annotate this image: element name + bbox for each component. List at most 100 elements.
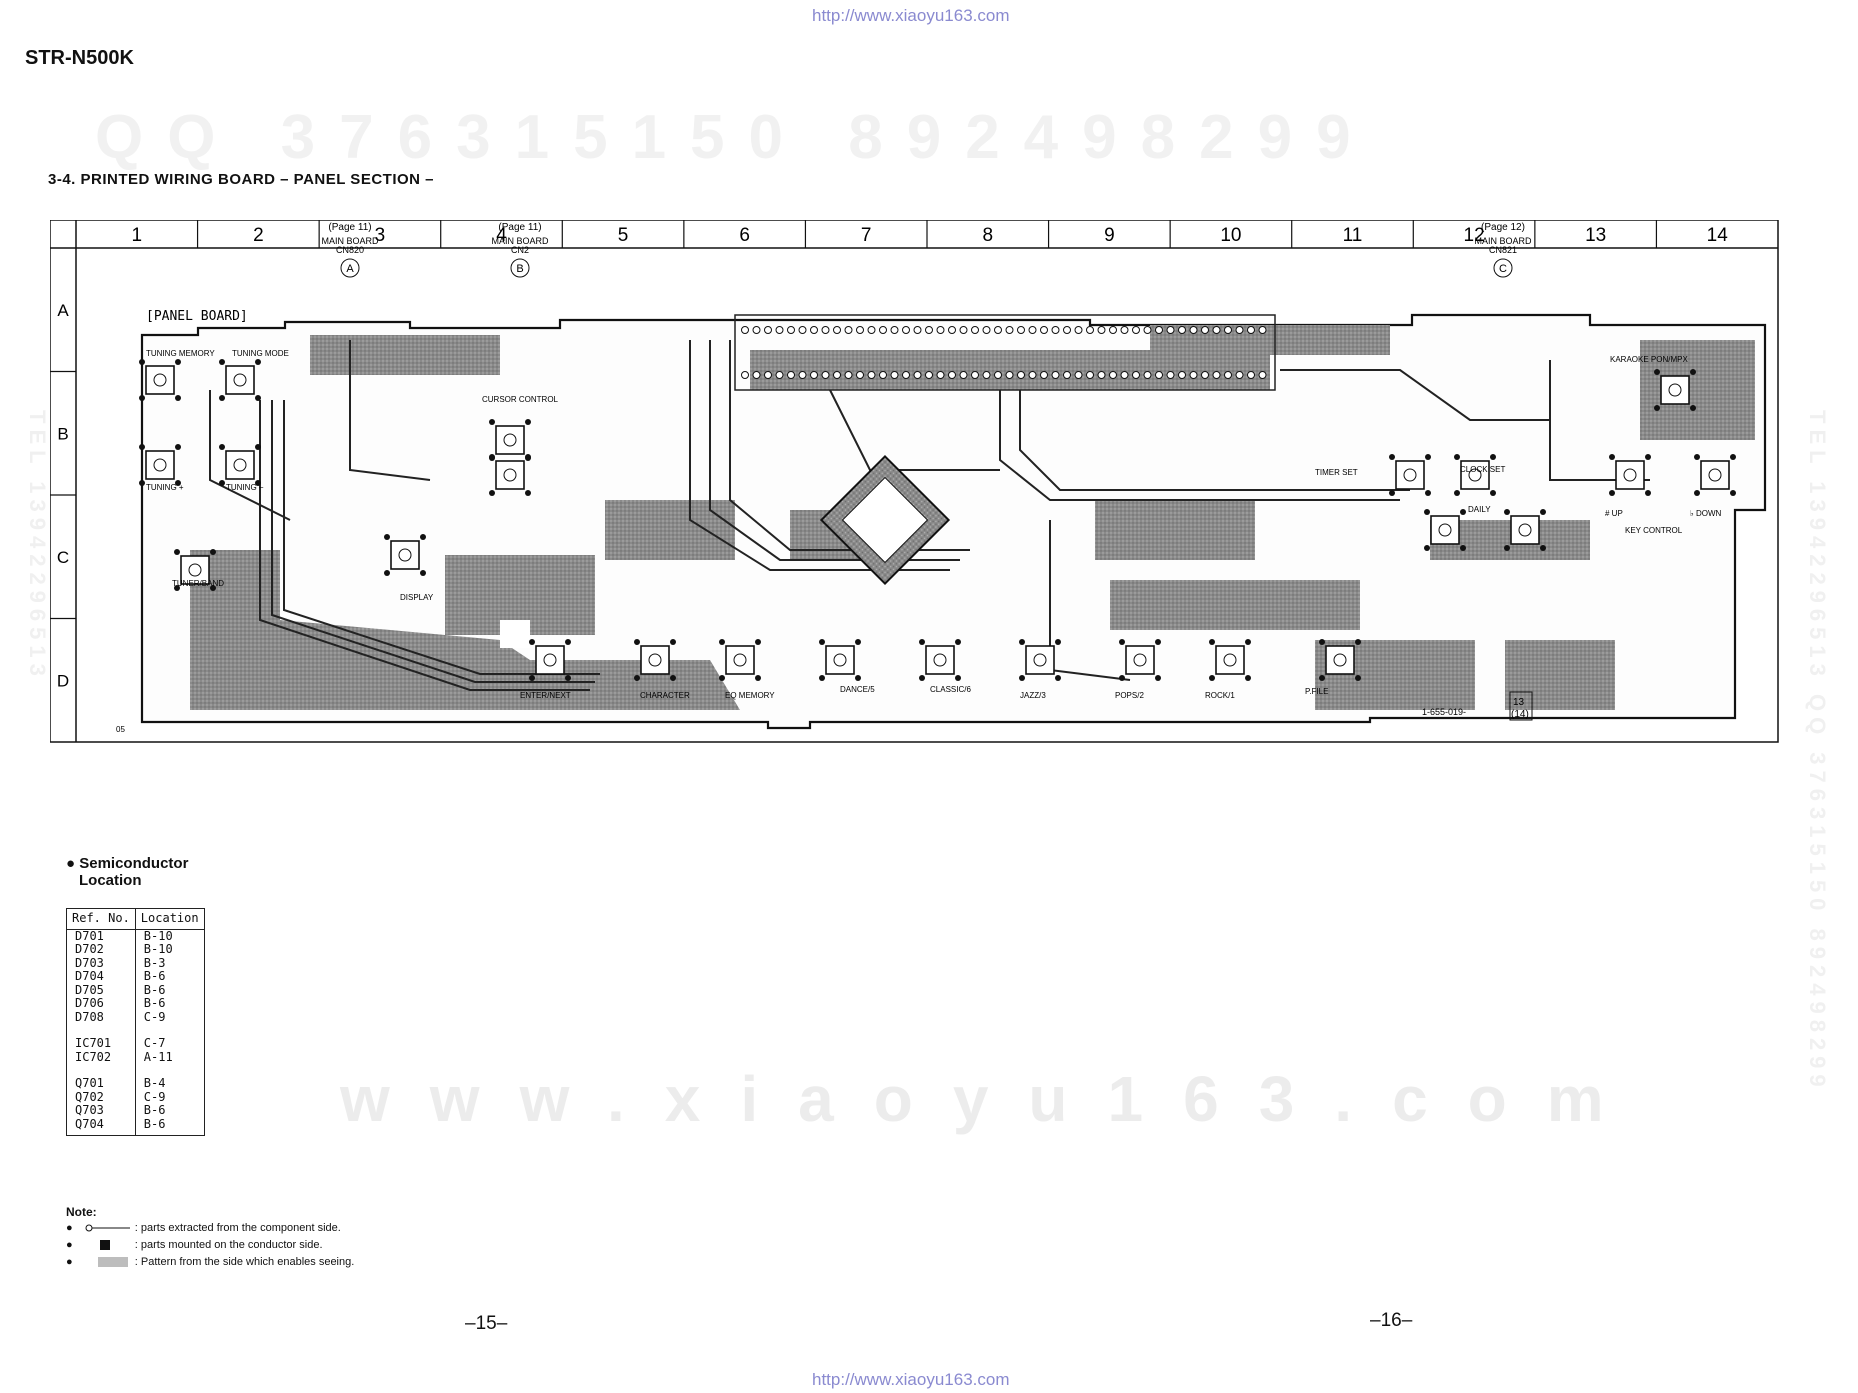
side-code-bottom: (14) (1511, 709, 1529, 720)
key-label: P.FILE (1305, 687, 1328, 696)
svg-text:(Page 11): (Page 11) (328, 222, 371, 233)
note-item-2: : parts mounted on the conductor side. (134, 1239, 323, 1251)
fl701-pins (741, 326, 1267, 379)
svg-text:(Page 11): (Page 11) (498, 222, 541, 233)
fl701-outline (734, 314, 1276, 391)
key-label: TUNING + (146, 483, 184, 492)
grid-col-label: 7 (861, 225, 872, 246)
switch-footprint (145, 450, 175, 480)
key-label: DISPLAY (400, 593, 434, 602)
semiconductor-title: ● Semiconductor Location (66, 855, 189, 889)
svg-text:CN2: CN2 (511, 245, 529, 255)
page-number-left: –15– (465, 1313, 508, 1334)
grid-col-label: 8 (982, 225, 993, 246)
conductor-side-symbol-icon (99, 1240, 110, 1251)
page-number-right: –16– (1370, 1310, 1413, 1331)
key-label: TUNING − (226, 483, 264, 492)
copper-fill (190, 325, 1755, 710)
key-label: CHARACTER (640, 691, 690, 700)
key-label: JAZZ/3 (1020, 691, 1046, 700)
grid-col-label: 12 (1464, 225, 1485, 246)
watermark-bottom: www.xiaoyu163.com (340, 1063, 1644, 1135)
note-block: Note: ● : parts extracted from the compo… (66, 1205, 355, 1268)
key-label: ENTER/NEXT (520, 691, 571, 700)
key-label: DAILY (1468, 505, 1491, 514)
watermark-top: QQ 376315150 892498299 (95, 103, 1375, 172)
grid-col-label: 11 (1343, 225, 1363, 246)
svg-text:(Page 12): (Page 12) (1481, 222, 1525, 233)
key-label: TIMER SET (1315, 468, 1358, 477)
source-url[interactable]: http://www.xiaoyu163.com (812, 6, 1010, 25)
key-label: KARAOKE PON/MPX (1610, 355, 1688, 364)
switch-footprint (1700, 460, 1730, 490)
switch-footprint (1615, 460, 1645, 490)
grid-col-label: 1 (131, 225, 142, 246)
svg-text:MAIN BOARD: MAIN BOARD (321, 236, 379, 246)
grid-col-label: 13 (1585, 225, 1606, 246)
switch-footprint (145, 365, 175, 395)
grid-row-label: C (57, 548, 69, 567)
key-label: KEY CONTROL (1625, 526, 1683, 535)
grid-col-label: 6 (739, 225, 750, 246)
model-number: STR-N500K (25, 47, 134, 69)
side-code-top: 13 (1513, 697, 1525, 708)
svg-text:C: C (1499, 263, 1507, 275)
key-label: TUNING MEMORY (146, 349, 215, 358)
panel-board-label: [PANEL BOARD] (146, 309, 248, 324)
pattern-symbol-icon (97, 1257, 128, 1268)
ic701 (819, 454, 951, 586)
grid-row-label: B (57, 424, 68, 443)
key-label: # UP (1605, 509, 1623, 518)
key-label: ROCK/1 (1205, 691, 1235, 700)
svg-text:MAIN BOARD: MAIN BOARD (491, 236, 549, 246)
grid-frame (50, 220, 1779, 743)
grid-col-label: 10 (1220, 225, 1241, 246)
svg-text:B: B (516, 263, 523, 275)
key-label: DANCE/5 (840, 685, 875, 694)
key-label: TUNING MODE (232, 349, 289, 358)
svg-text:CN820: CN820 (336, 245, 364, 255)
watermark-side-left: TEL 13942296513 (25, 410, 50, 682)
source-url-bottom[interactable]: http://www.xiaoyu163.com (812, 1370, 1010, 1389)
grid-col-label: 5 (618, 225, 629, 246)
col-ref-no: Ref. No. (66, 908, 136, 930)
section-title: 3-4. PRINTED WIRING BOARD – PANEL SECTIO… (48, 171, 434, 188)
svg-text:MAIN BOARD: MAIN BOARD (1474, 236, 1532, 246)
key-label: CLASSIC/6 (930, 685, 971, 694)
switch-footprints (139, 359, 1736, 681)
key-label: EQ MEMORY (725, 691, 775, 700)
grid-col-label: 3 (375, 225, 386, 246)
note-item-3: : Pattern from the side which enables se… (134, 1256, 355, 1268)
grid-col-label: 14 (1707, 225, 1729, 246)
grid-col-label: 4 (496, 225, 507, 246)
key-label: CURSOR CONTROL (482, 395, 559, 404)
grid-col-label: 2 (253, 225, 264, 246)
switch-footprint (495, 425, 525, 455)
key-label: CLOCK SET (1460, 465, 1505, 474)
note-item-1: : parts extracted from the component sid… (134, 1222, 341, 1234)
note-title: Note: (66, 1205, 97, 1219)
component-side-symbol-icon (85, 1224, 130, 1232)
svg-text:A: A (346, 263, 354, 275)
switch-footprint (1215, 645, 1245, 675)
grid-row-label: D (57, 671, 69, 690)
watermark-side-right: TEL 13942296513 QQ 376315150 892498299 (1805, 410, 1830, 1093)
svg-text:CN821: CN821 (1489, 245, 1517, 255)
